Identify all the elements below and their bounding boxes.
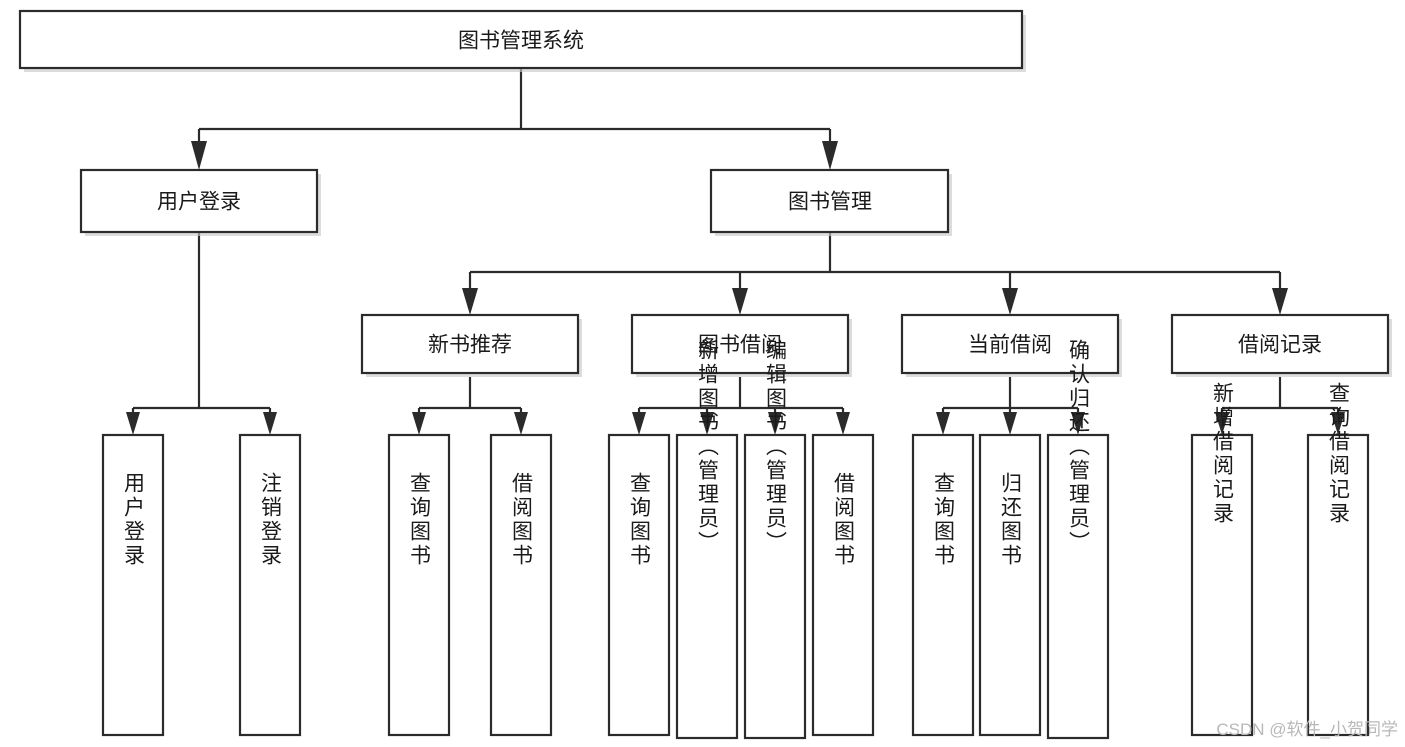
node-leaf-user-logout[interactable]: 注销登录 bbox=[238, 433, 302, 737]
node-leaf-return-book-label: 归还图书 bbox=[999, 472, 1023, 568]
node-leaf-confirm-return-label: 确认归还（管理员） bbox=[1067, 339, 1091, 555]
node-leaf-user-login[interactable]: 用户登录 bbox=[101, 433, 165, 737]
node-leaf-confirm-return-box[interactable] bbox=[1046, 433, 1110, 740]
node-leaf-query-book-1[interactable]: 查询图书 bbox=[387, 433, 451, 737]
node-leaf-add-record-label: 新增借阅记录 bbox=[1211, 382, 1235, 526]
node-leaf-edit-book[interactable]: 编辑图书（管理员） bbox=[743, 339, 807, 740]
arrow-icon-leaf-borrow-book-2 bbox=[836, 412, 850, 435]
node-leaf-query-book-2-box[interactable] bbox=[607, 433, 671, 737]
node-leaf-confirm-return[interactable]: 确认归还（管理员） bbox=[1046, 339, 1110, 740]
connector-layer bbox=[126, 68, 1345, 435]
node-leaf-query-book-3-box[interactable] bbox=[911, 433, 975, 737]
node-leaf-return-book-box[interactable] bbox=[978, 433, 1042, 737]
node-root[interactable]: 图书管理系统 bbox=[18, 9, 1026, 72]
node-leaf-add-book-box[interactable] bbox=[675, 433, 739, 740]
node-leaf-query-book-1-label: 查询图书 bbox=[408, 472, 432, 568]
arrow-icon-new-book-rec bbox=[462, 288, 478, 315]
arrow-icon-book-borrow bbox=[732, 288, 748, 315]
node-new-book-rec-box[interactable] bbox=[360, 313, 580, 375]
node-root-label: 图书管理系统 bbox=[458, 30, 584, 53]
node-leaf-borrow-book-2-box[interactable] bbox=[811, 433, 875, 737]
csdn-watermark: CSDN @软件_小贺同学 bbox=[1216, 720, 1398, 739]
node-leaf-query-book-2[interactable]: 查询图书 bbox=[607, 433, 671, 737]
arrow-icon-leaf-add-record bbox=[1215, 412, 1229, 435]
arrow-icon-current-borrow bbox=[1002, 288, 1018, 315]
node-user-login-box[interactable] bbox=[79, 168, 319, 234]
node-book-manage-label: 图书管理 bbox=[788, 191, 872, 214]
node-user-login-label: 用户登录 bbox=[157, 191, 241, 214]
node-leaf-return-book[interactable]: 归还图书 bbox=[978, 433, 1042, 737]
node-book-borrow-label: 图书借阅 bbox=[698, 334, 782, 357]
node-root-box[interactable] bbox=[18, 9, 1024, 70]
arrow-icon-leaf-edit-book bbox=[768, 412, 782, 435]
arrow-icon-leaf-query-record bbox=[1331, 412, 1345, 435]
arrow-icon-leaf-add-book bbox=[700, 412, 714, 435]
node-borrow-record-label: 借阅记录 bbox=[1238, 334, 1322, 357]
arrow-icon-leaf-borrow-book-1 bbox=[514, 412, 528, 435]
node-leaf-borrow-book-2-label: 借阅图书 bbox=[832, 472, 856, 568]
node-borrow-record[interactable]: 借阅记录 bbox=[1170, 313, 1392, 377]
arrow-icon-leaf-query-book-3 bbox=[936, 412, 950, 435]
node-leaf-add-book-label: 新增图书（管理员） bbox=[696, 339, 720, 555]
node-book-borrow[interactable]: 图书借阅 bbox=[630, 313, 852, 377]
node-current-borrow-box[interactable] bbox=[900, 313, 1120, 375]
node-new-book-rec[interactable]: 新书推荐 bbox=[360, 313, 582, 377]
arrow-icon-leaf-user-login bbox=[126, 412, 140, 435]
node-leaf-query-book-2-label: 查询图书 bbox=[628, 472, 652, 568]
node-current-borrow[interactable]: 当前借阅 bbox=[900, 313, 1122, 377]
node-user-login[interactable]: 用户登录 bbox=[79, 168, 321, 236]
node-leaf-user-logout-box[interactable] bbox=[238, 433, 302, 737]
arrow-icon-book-manage bbox=[822, 141, 838, 170]
node-leaf-add-record[interactable]: 新增借阅记录 bbox=[1190, 382, 1254, 737]
node-leaf-query-book-3-label: 查询图书 bbox=[932, 472, 956, 568]
arrow-icon-leaf-return-book bbox=[1003, 412, 1017, 435]
arrow-icon-leaf-confirm-return bbox=[1071, 412, 1085, 435]
node-book-manage[interactable]: 图书管理 bbox=[709, 168, 952, 236]
node-leaf-query-book-3[interactable]: 查询图书 bbox=[911, 433, 975, 737]
arrow-icon-user-login bbox=[191, 141, 207, 170]
node-leaf-user-login-label: 用户登录 bbox=[122, 472, 146, 568]
node-leaf-query-record[interactable]: 查询借阅记录 bbox=[1306, 382, 1370, 737]
node-leaf-edit-book-label: 编辑图书（管理员） bbox=[764, 339, 788, 555]
arrow-icon-borrow-record bbox=[1272, 288, 1288, 315]
node-leaf-edit-book-box[interactable] bbox=[743, 433, 807, 740]
node-leaf-query-record-box[interactable] bbox=[1306, 433, 1370, 737]
node-leaf-query-record-label: 查询借阅记录 bbox=[1327, 382, 1351, 526]
node-book-manage-box[interactable] bbox=[709, 168, 950, 234]
node-new-book-rec-label: 新书推荐 bbox=[428, 334, 512, 357]
arrow-icon-leaf-query-book-2 bbox=[632, 412, 646, 435]
arrow-icon-leaf-query-book-1 bbox=[412, 412, 426, 435]
node-leaf-borrow-book-2[interactable]: 借阅图书 bbox=[811, 433, 875, 737]
node-leaf-user-login-box[interactable] bbox=[101, 433, 165, 737]
node-leaf-add-record-box[interactable] bbox=[1190, 433, 1254, 737]
node-leaf-add-book[interactable]: 新增图书（管理员） bbox=[675, 339, 739, 740]
node-current-borrow-label: 当前借阅 bbox=[968, 334, 1052, 357]
node-leaf-borrow-book-1-box[interactable] bbox=[489, 433, 553, 737]
node-leaf-borrow-book-1-label: 借阅图书 bbox=[510, 472, 534, 568]
arrow-icon-leaf-user-logout bbox=[263, 412, 277, 435]
node-book-borrow-box[interactable] bbox=[630, 313, 850, 375]
node-leaf-borrow-book-1[interactable]: 借阅图书 bbox=[489, 433, 553, 737]
node-leaf-query-book-1-box[interactable] bbox=[387, 433, 451, 737]
node-leaf-user-logout-label: 注销登录 bbox=[259, 472, 283, 568]
node-borrow-record-box[interactable] bbox=[1170, 313, 1390, 375]
